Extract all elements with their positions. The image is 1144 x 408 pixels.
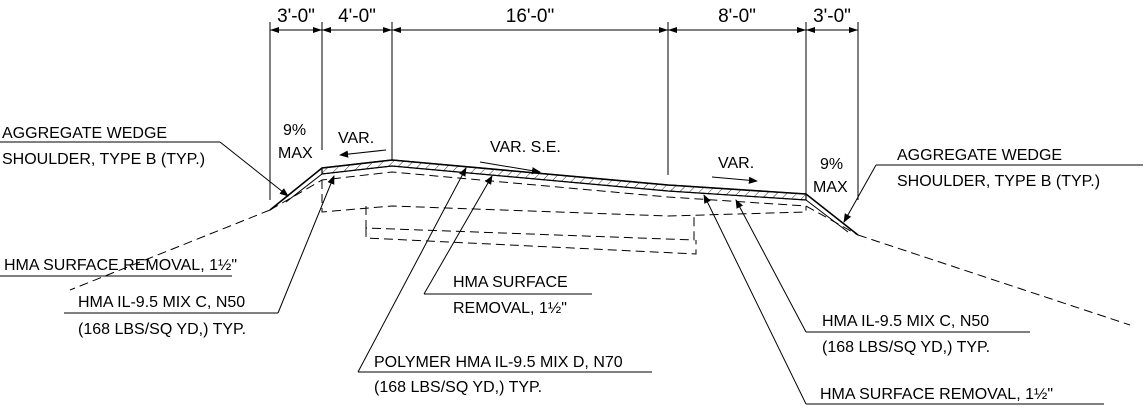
label-aggregate-wedge-left-1: AGGREGATE WEDGE [2,125,167,142]
label-mix-c-right-1: HMA IL-9.5 MIX C, N50 [822,313,989,330]
label-mix-c-right-2: (168 LBS/SQ YD,) TYP. [822,339,990,356]
label-aggregate-wedge-right-2: SHOULDER, TYPE B (TYP.) [897,173,1100,190]
slope-right-pct: 9% [820,156,843,173]
pavement-section [69,159,1131,326]
dim-main-lane: 16'-0" [506,6,554,27]
slope-left-max: MAX [278,145,313,162]
label-polymer-1: POLYMER HMA IL-9.5 MIX D, N70 [374,354,623,371]
dim-left-shoulder: 3'-0" [277,6,315,27]
slope-annotations: 9% MAX VAR. VAR. S.E. VAR. 9% MAX [278,122,848,196]
label-removal-left: HMA SURFACE REMOVAL, 1½" [4,257,237,274]
slope-var-left: VAR. [338,130,374,147]
dimension-string: 3'-0" 4'-0" 16'-0" 8'-0" 3'-0" [269,6,859,200]
label-mix-c-left-2: (168 LBS/SQ YD,) TYP. [78,321,246,338]
label-removal-right: HMA SURFACE REMOVAL, 1½" [820,386,1053,403]
dim-left-lane-edge: 4'-0" [338,6,376,27]
dim-right-lane-edge: 8'-0" [718,6,756,27]
label-aggregate-wedge-left-2: SHOULDER, TYPE B (TYP.) [2,151,205,168]
label-removal-center-1: HMA SURFACE [453,274,568,291]
slope-var-right: VAR. [718,155,754,172]
slope-var-se: VAR. S.E. [490,139,561,156]
callout-labels: AGGREGATE WEDGE SHOULDER, TYPE B (TYP.) … [0,125,1143,405]
slope-left-pct: 9% [283,122,306,139]
label-mix-c-left-1: HMA IL-9.5 MIX C, N50 [78,294,245,311]
label-polymer-2: (168 LBS/SQ YD,) TYP. [374,379,542,396]
label-removal-center-2: REMOVAL, 1½" [453,300,567,317]
slope-right-max: MAX [813,179,848,196]
dim-right-shoulder: 3'-0" [813,6,851,27]
label-aggregate-wedge-right-1: AGGREGATE WEDGE [897,147,1062,164]
